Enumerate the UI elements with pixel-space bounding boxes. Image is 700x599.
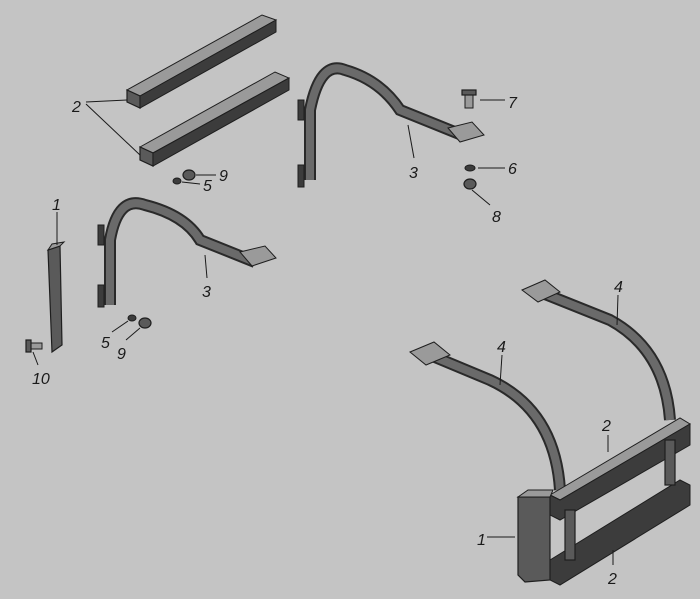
label-nut-mid: 9	[219, 168, 228, 185]
leader-lines	[32, 99, 619, 565]
label-assembly-bar-top: 2	[601, 418, 611, 435]
crossbar-lower	[138, 71, 291, 167]
frame-assembly	[516, 417, 691, 586]
arm-right	[521, 279, 676, 421]
label-washer-mid: 5	[203, 178, 212, 195]
label-arm-left: 4	[497, 339, 506, 356]
label-arm-right: 4	[614, 279, 623, 296]
label-washer-left: 5	[101, 335, 110, 352]
washer-top	[464, 164, 476, 172]
arm-left	[409, 341, 566, 491]
label-bracket-left: 3	[202, 284, 211, 301]
bracket-upper	[297, 62, 485, 188]
label-bracket-upper: 3	[409, 165, 418, 182]
label-nut-left: 9	[117, 346, 126, 363]
label-assembly-post: 1	[477, 532, 486, 549]
washer-mid	[172, 177, 182, 185]
label-crossbar: 2	[71, 99, 81, 116]
post-left	[46, 241, 66, 354]
nut-left	[138, 317, 152, 329]
label-washer-upper: 6	[508, 161, 517, 178]
label-bolt: 7	[508, 95, 518, 112]
label-assembly-bar-bottom: 2	[607, 571, 617, 588]
crossbar-upper	[125, 14, 278, 109]
bolt-top	[461, 89, 477, 109]
label-post-left: 1	[52, 197, 61, 214]
label-bolt-left: 10	[32, 371, 50, 388]
bracket-left	[97, 197, 277, 308]
nut-top	[463, 178, 477, 190]
bolt-left	[25, 339, 43, 353]
nut-mid	[182, 169, 196, 181]
washer-left	[127, 314, 137, 322]
label-nut-upper: 8	[492, 209, 501, 226]
